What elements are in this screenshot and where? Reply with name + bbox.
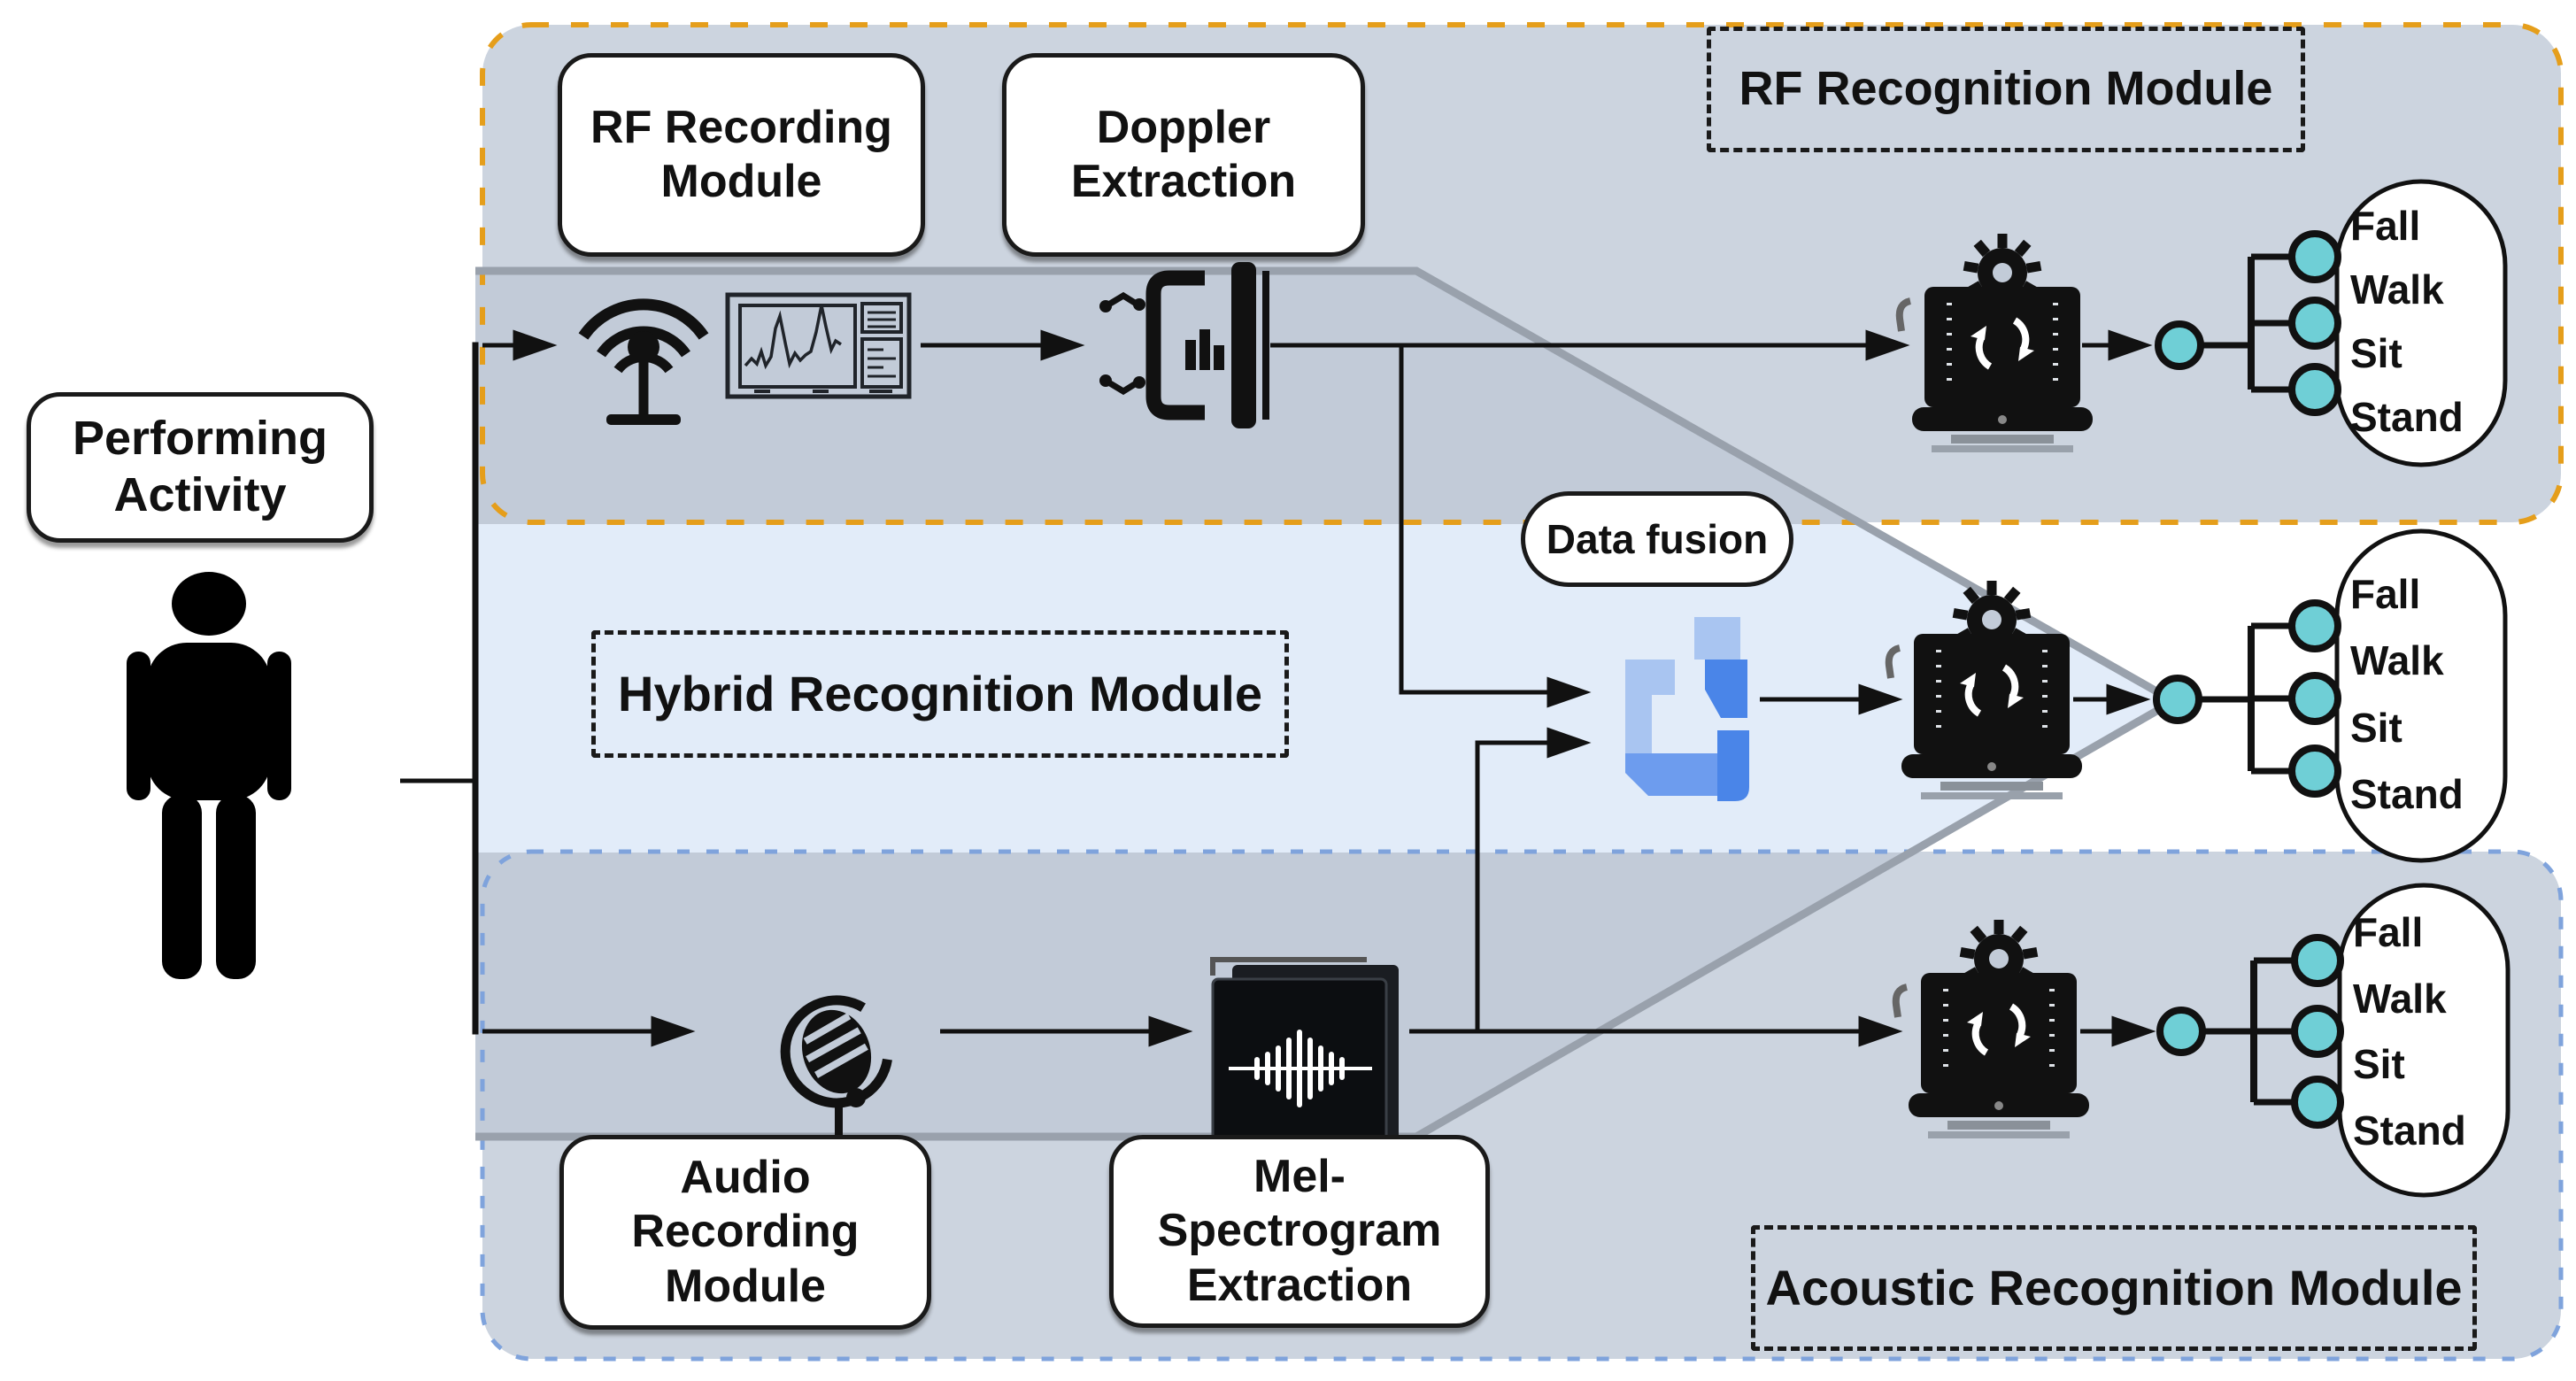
rf-recording-module-box: RF Recording Module — [558, 53, 925, 257]
output-class: Sit — [2350, 330, 2402, 376]
audio-recording-module-box: Audio Recording Module — [559, 1135, 931, 1330]
output-class: Fall — [2353, 909, 2424, 955]
data-fusion-label: Data fusion — [1521, 491, 1793, 587]
performing-activity-box: Performing Activity — [27, 392, 374, 543]
output-class: Walk — [2350, 637, 2444, 684]
person-icon — [127, 572, 291, 979]
acoustic-output-capsule — [2160, 883, 2510, 1198]
rf-output-capsule — [2158, 179, 2508, 467]
output-class: Fall — [2350, 571, 2421, 617]
rf-recognition-module-label: RF Recognition Module — [1707, 27, 2305, 152]
output-class: Fall — [2350, 203, 2421, 249]
output-class: Walk — [2350, 266, 2444, 312]
acoustic-recognition-module-label: Acoustic Recognition Module — [1751, 1225, 2477, 1351]
output-class: Stand — [2353, 1107, 2466, 1153]
hybrid-output-capsule — [2156, 528, 2508, 863]
output-class: Sit — [2353, 1041, 2405, 1088]
hybrid-output-labels: Fall Walk Sit Stand — [2350, 574, 2501, 814]
acoustic-output-labels: Fall Walk Sit Stand — [2353, 912, 2503, 1151]
rf-output-labels: Fall Walk Sit Stand — [2350, 205, 2501, 437]
mel-spectrogram-extraction-box: Mel-Spectrogram Extraction — [1109, 1135, 1490, 1328]
rf-signal-band — [475, 271, 1863, 524]
output-class: Stand — [2350, 394, 2464, 440]
output-class: Walk — [2353, 975, 2447, 1022]
connector-lines — [400, 253, 2297, 1106]
output-class: Sit — [2350, 704, 2402, 751]
doppler-extraction-box: Doppler Extraction — [1002, 53, 1365, 257]
hybrid-recognition-module-label: Hybrid Recognition Module — [591, 630, 1289, 758]
output-class: Stand — [2350, 770, 2464, 817]
